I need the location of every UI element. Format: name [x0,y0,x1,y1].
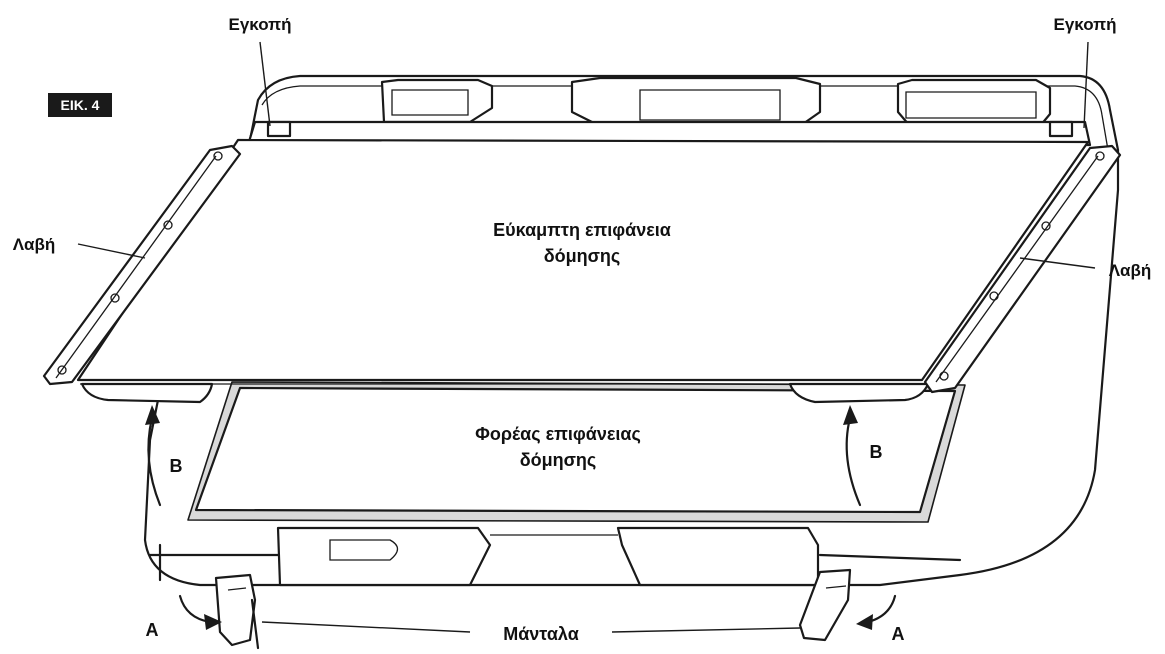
handle-left-bar [42,144,242,386]
handle-right-bar [923,144,1122,394]
label-arrow-a-left: A [146,620,159,640]
leader-handle-right [1019,257,1096,269]
label-carrier-line1: Φορέας επιφάνειας [475,424,641,444]
label-notch-right: Εγκοπή [1053,15,1116,34]
base-tray-frame [143,74,1120,587]
leader-handle-left [77,243,146,259]
sheet-corner-left [80,382,214,404]
arrow-a-right [856,594,897,630]
label-arrow-a-right: A [892,624,905,644]
arrow-b-right [843,405,862,507]
label-latches: Μάνταλα [503,624,579,644]
leader-latch-left [261,621,471,633]
label-carrier-line2: δόμησης [520,450,597,470]
notch-left-shape [266,120,292,138]
latch-left [214,573,260,650]
label-handle-left: Λαβή [13,235,56,254]
build-surface-carrier-face [194,386,957,514]
notch-right-shape [1048,120,1074,138]
leader-latch-right [611,627,801,633]
figure-badge: ΕΙΚ. 4 [48,93,112,117]
label-flexible-surface-line1: Εύκαμπτη επιφάνεια [493,220,671,240]
arrow-a-left [178,594,222,630]
label-flexible-surface-line2: δόμησης [544,246,621,266]
latch-right [798,568,852,642]
base-tray-lower-rim [148,543,962,582]
label-notch-left: Εγκοπή [228,15,291,34]
tray-front-parts [276,526,820,587]
leader-notch-left [259,41,271,127]
tray-top-tabs [380,76,1052,128]
leader-notch-right [1083,41,1089,129]
sheet-corner-right [788,382,930,404]
label-arrow-b-right: B [870,442,883,462]
label-handle-right: Λαβή [1109,261,1152,280]
base-tray-inner-edge [261,85,1109,151]
top-back-rail [246,120,1092,147]
arrow-b-left [145,405,162,507]
label-arrow-b-left: B [170,456,183,476]
figure-label: ΕΙΚ. 4 [61,97,100,113]
